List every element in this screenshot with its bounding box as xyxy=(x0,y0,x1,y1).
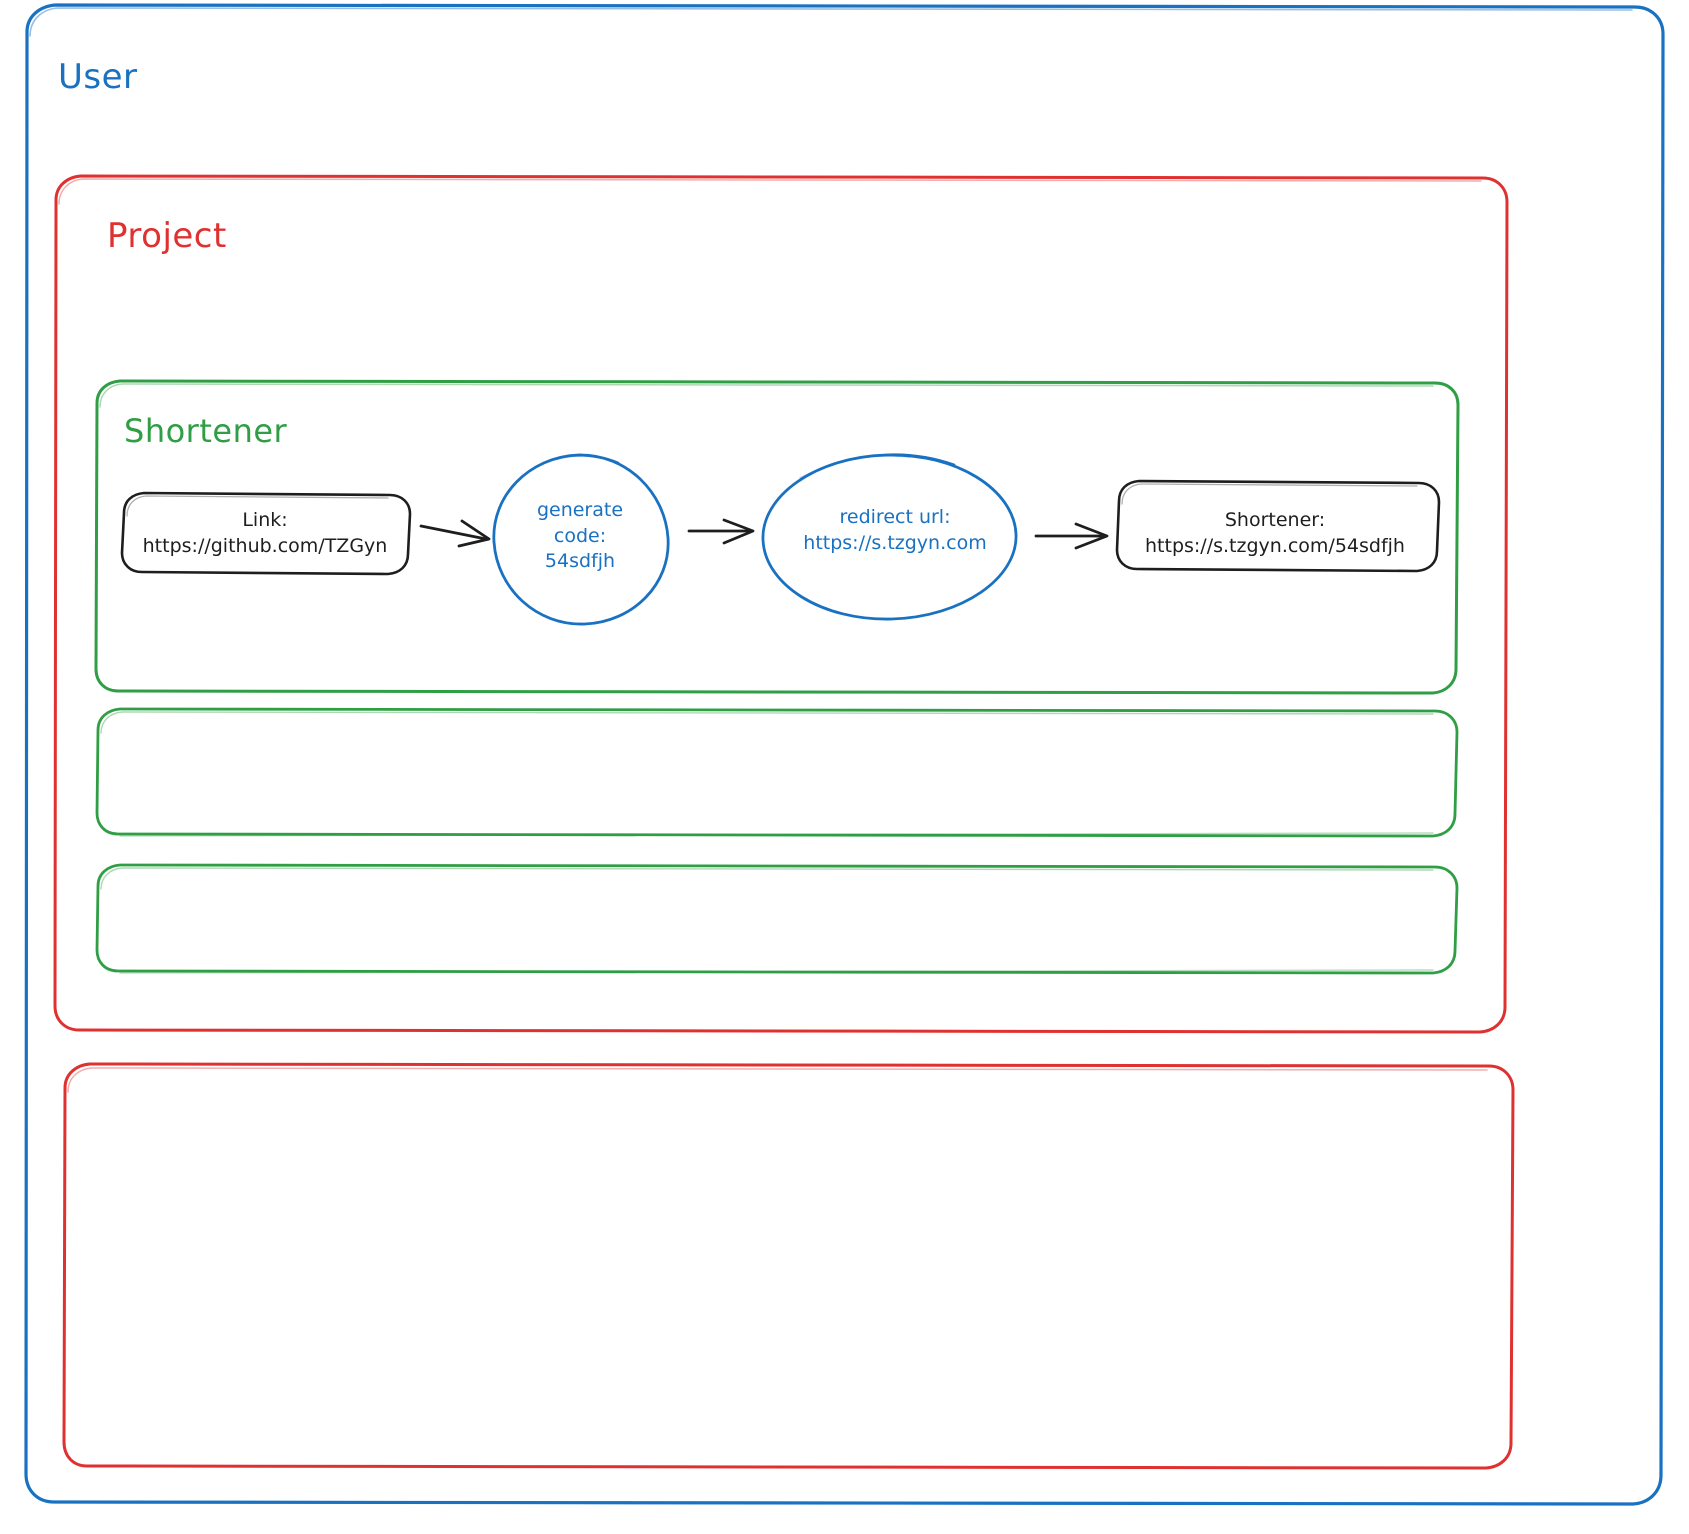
arrow-generate-to-redirect xyxy=(687,518,755,545)
container-project[interactable] xyxy=(53,174,1509,1034)
container-label-shortener: Shortener xyxy=(124,412,288,450)
node-generate-code[interactable] xyxy=(492,453,670,626)
container-user[interactable] xyxy=(24,3,1665,1506)
node-shortener-result[interactable] xyxy=(1115,479,1441,573)
arrow-link-to-generate xyxy=(419,519,491,548)
container-label-project: Project xyxy=(107,216,227,256)
node-redirect-url[interactable] xyxy=(761,453,1018,621)
container-shortener[interactable] xyxy=(94,379,1460,695)
container-label-user: User xyxy=(58,57,138,97)
container-green-empty-1[interactable] xyxy=(95,707,1459,838)
node-link[interactable] xyxy=(120,491,412,576)
container-red-empty-1[interactable] xyxy=(62,1062,1515,1470)
container-green-empty-2[interactable] xyxy=(95,863,1459,975)
arrow-redirect-to-result xyxy=(1034,522,1109,550)
